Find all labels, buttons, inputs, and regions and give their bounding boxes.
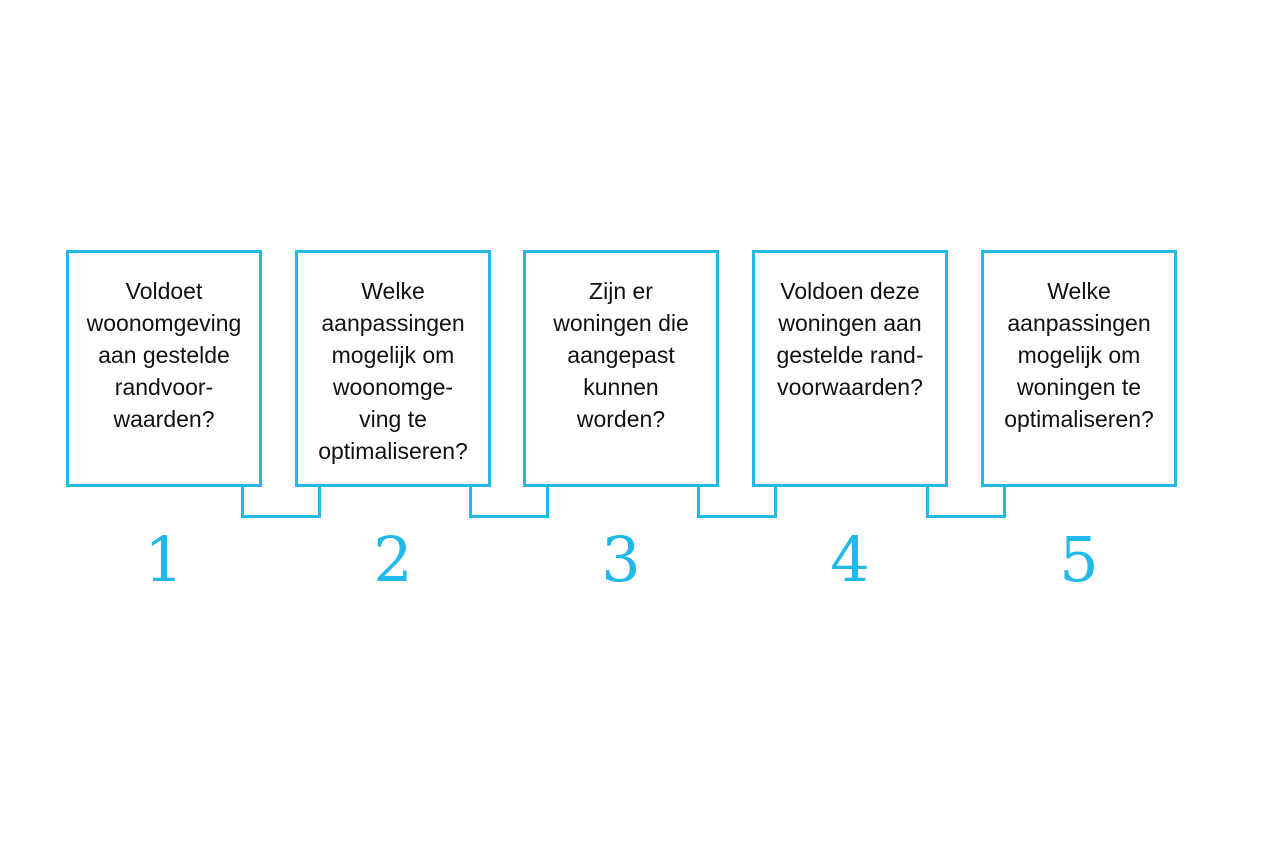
step-box-5: Welke aanpassingen mogelijk om woningen … <box>981 250 1177 487</box>
connector-4-5 <box>926 487 1006 518</box>
connector-2-3 <box>469 487 549 518</box>
step-1-text: Voldoet woonomgeving aan gestelde randvo… <box>86 278 242 432</box>
step-2-text: Welke aanpassingen mogelijk om woonomge-… <box>318 278 468 464</box>
step-number-2: 2 <box>373 523 413 596</box>
connector-3-4 <box>697 487 777 518</box>
step-box-1: Voldoet woonomgeving aan gestelde randvo… <box>66 250 262 487</box>
step-box-2: Welke aanpassingen mogelijk om woonomge-… <box>295 250 491 487</box>
step-box-3: Zijn er woningen die aangepast kunnen wo… <box>523 250 719 487</box>
step-4-text: Voldoen deze woningen aan gestelde rand-… <box>776 278 924 400</box>
step-number-1: 1 <box>144 523 184 596</box>
step-box-4: Voldoen deze woningen aan gestelde rand-… <box>752 250 948 487</box>
step-3-text: Zijn er woningen die aangepast kunnen wo… <box>553 278 689 432</box>
step-number-5: 5 <box>1059 523 1099 596</box>
connector-1-2 <box>241 487 321 518</box>
step-5-text: Welke aanpassingen mogelijk om woningen … <box>1004 278 1154 432</box>
step-number-4: 4 <box>830 523 870 596</box>
step-number-3: 3 <box>601 523 641 596</box>
